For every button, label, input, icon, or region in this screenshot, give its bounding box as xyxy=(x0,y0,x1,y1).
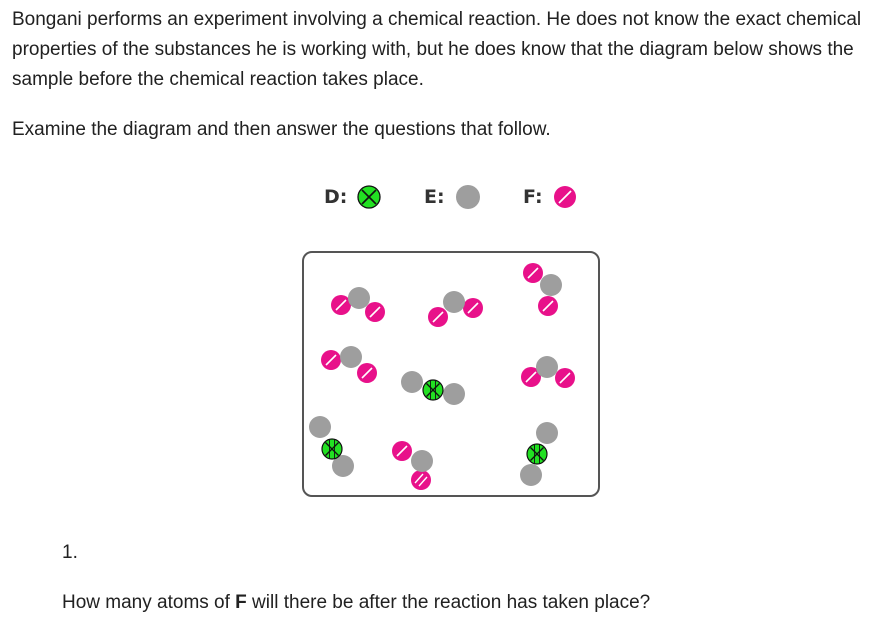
question-text-bold: F xyxy=(235,592,247,613)
legend-item-f: F: xyxy=(523,184,577,210)
legend-item-e: E: xyxy=(424,184,481,210)
question-text: How many atoms of F will there be after … xyxy=(62,590,650,616)
legend-label-f: F: xyxy=(523,186,543,208)
green-hatched-atom-icon xyxy=(357,185,382,209)
pink-slashed-atom-icon xyxy=(553,186,576,208)
legend-label-e: E: xyxy=(424,186,445,208)
reaction-sample-diagram xyxy=(302,251,600,497)
legend-label-d: D: xyxy=(324,186,348,208)
legend-item-d: D: xyxy=(324,184,382,210)
question-number: 1. xyxy=(62,542,78,563)
instruction-paragraph: Examine the diagram and then answer the … xyxy=(12,119,551,140)
question-text-after: will there be after the reaction has tak… xyxy=(246,592,651,613)
question-text-before: How many atoms of xyxy=(62,592,236,613)
grey-atom-icon xyxy=(455,185,480,209)
intro-paragraph: Bongani performs an experiment involving… xyxy=(12,9,862,90)
